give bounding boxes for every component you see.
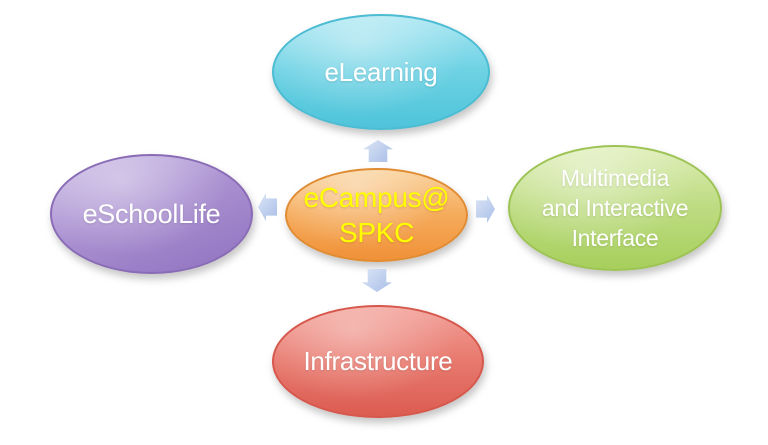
node-eschoollife-label: eSchoolLife (82, 198, 221, 229)
node-eschoollife: eSchoolLife (50, 154, 253, 274)
arrow-up-icon (363, 140, 393, 162)
node-multimedia-label-line1: Multimedia (560, 165, 670, 191)
node-ecampus-label-line2: SPKC (338, 217, 415, 248)
arrow-down-icon (362, 269, 392, 292)
node-ecampus-label-line1: eCampus@ (303, 182, 450, 213)
node-elearning: eLearning (272, 14, 490, 130)
arrow-right-icon (476, 195, 495, 223)
node-elearning-label: eLearning (324, 56, 438, 87)
node-infrastructure: Infrastructure (272, 305, 484, 418)
arrow-left-icon (258, 193, 277, 221)
node-multimedia-interface: Multimedia and Interactive Interface (508, 145, 722, 271)
node-multimedia-label-line2: and Interactive (541, 195, 689, 221)
node-multimedia-label-line3: Interface (571, 225, 659, 251)
node-infrastructure-label: Infrastructure (303, 346, 453, 376)
node-ecampus-spkc: eCampus@ SPKC (285, 168, 468, 262)
